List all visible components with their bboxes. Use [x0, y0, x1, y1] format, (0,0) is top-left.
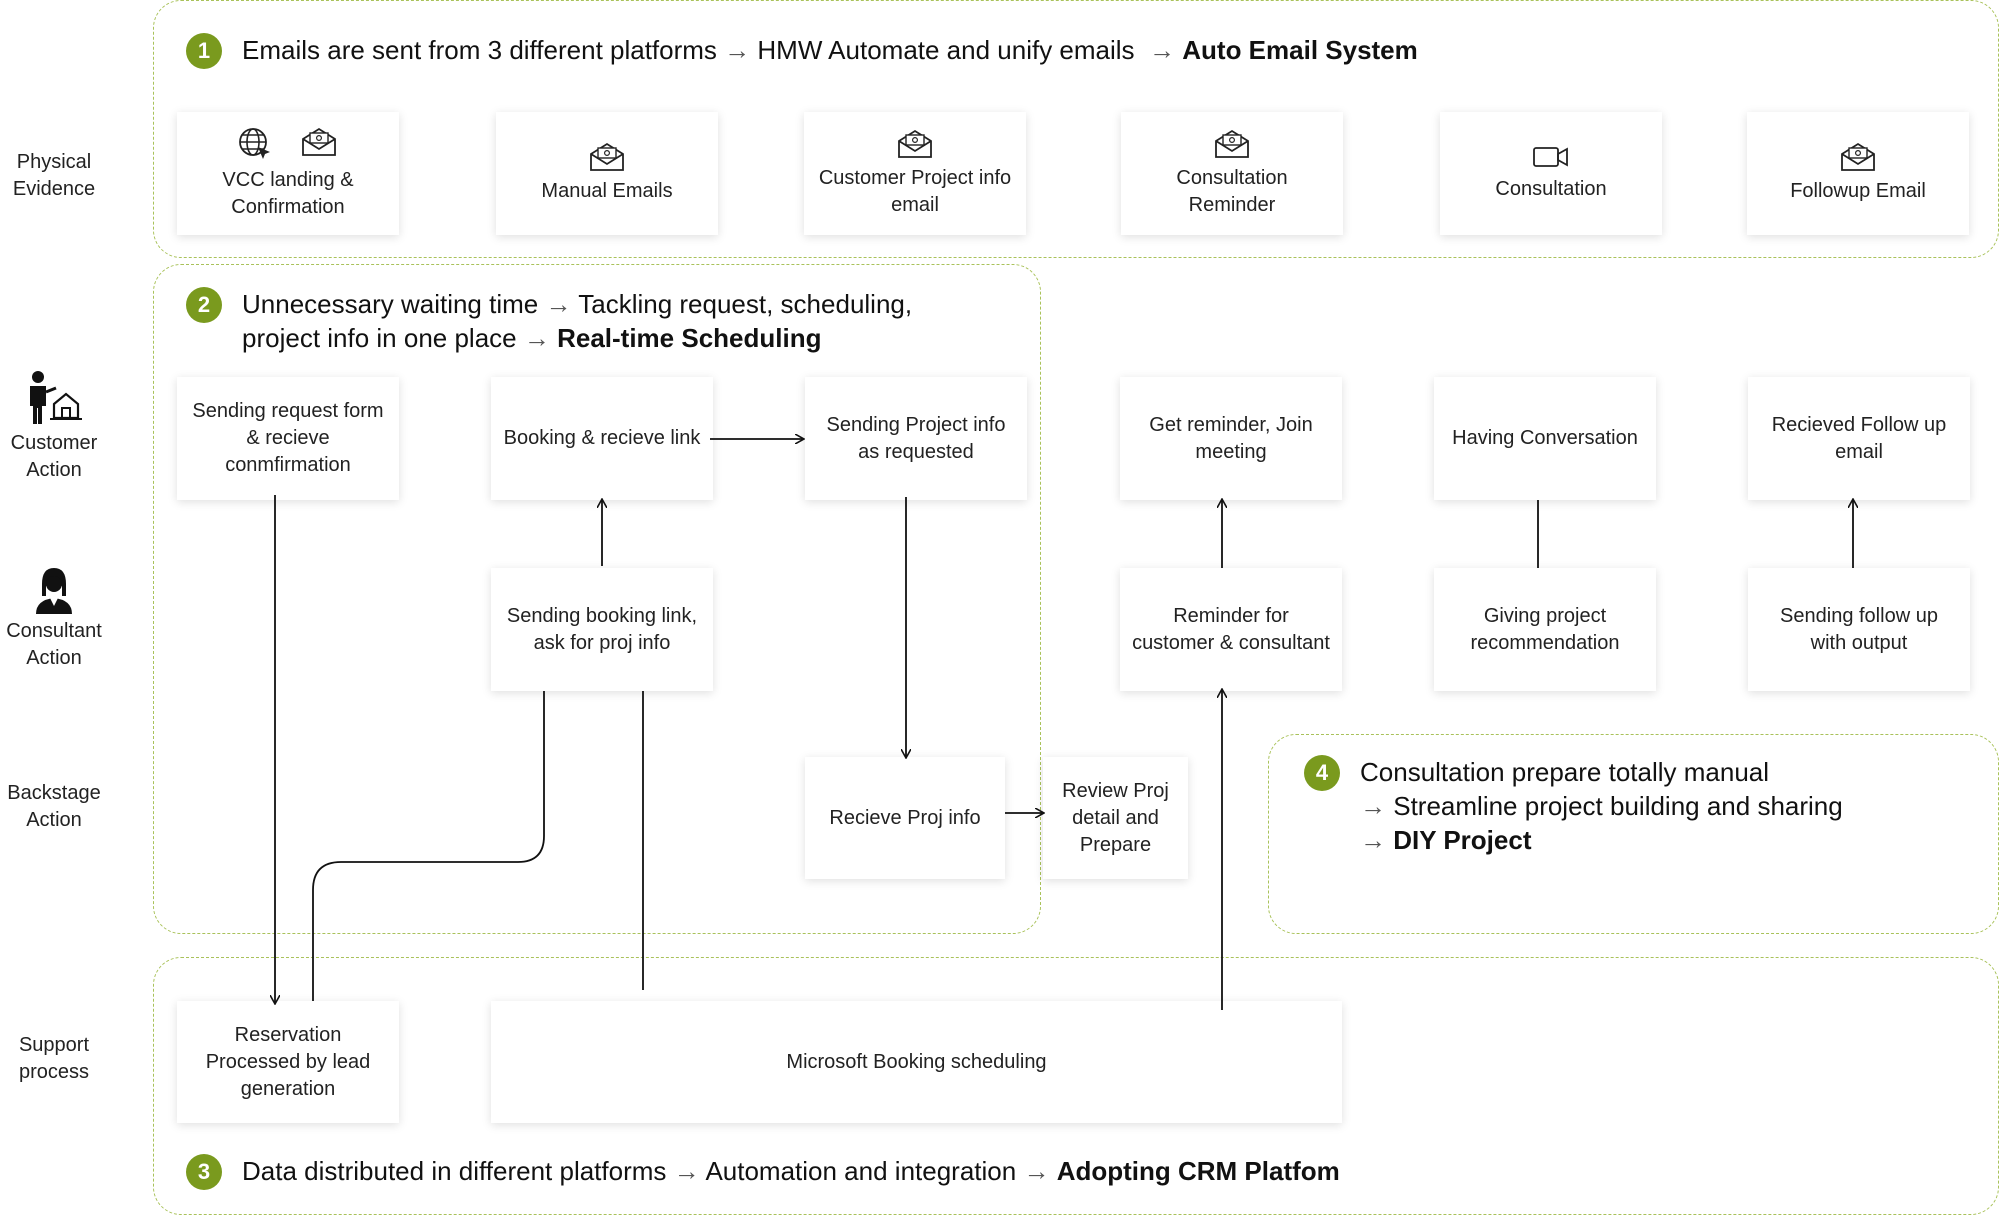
- evidence-label: Followup Email: [1790, 180, 1926, 202]
- consultant-action-sending-booking-link: Sending booking link, ask for proj info: [491, 568, 713, 691]
- insight-number-badge: 4: [1304, 755, 1340, 791]
- insight-result: DIY Project: [1393, 825, 1532, 855]
- email-icon: [590, 142, 624, 171]
- evidence-label: VCC landing & Confirmation: [222, 168, 354, 218]
- arrow-icon: →: [1149, 35, 1176, 65]
- customer-action-sending-project-info: Sending Project info as requested: [805, 377, 1027, 500]
- insight-problem: Consultation prepare totally manual: [1360, 757, 1770, 787]
- action-label: Sending request form & recieve conmfirma…: [192, 400, 384, 476]
- evidence-label: Consultation Reminder: [1176, 166, 1288, 216]
- insight-result: Adopting CRM Platfom: [1056, 1156, 1340, 1186]
- insight-title-1: 1 Emails are sent from 3 different platf…: [186, 33, 1418, 69]
- lane-physical-evidence: Physical Evidence: [4, 149, 104, 203]
- email-icon: [302, 127, 336, 156]
- action-label: Microsoft Booking scheduling: [786, 1050, 1047, 1073]
- insight-number-badge: 1: [186, 33, 222, 69]
- evidence-label: Customer Project info email: [818, 166, 1012, 216]
- globe-cursor-icon: [239, 127, 270, 159]
- action-label: Reminder for customer & consultant: [1132, 604, 1330, 654]
- connector-line: [312, 691, 545, 1001]
- lane-label: Consultant Action: [6, 620, 102, 669]
- arrow-icon: →: [523, 323, 550, 353]
- lane-label: Backstage Action: [7, 782, 101, 831]
- insight-solution: HMW Automate and unify emails: [757, 35, 1135, 65]
- evidence-card-customer-project-info: Customer Project info email: [804, 112, 1026, 235]
- backstage-action-review-proj: Review Proj detail and Prepare: [1043, 757, 1188, 879]
- action-label: Booking & recieve link: [503, 427, 701, 449]
- customer-action-having-conversation: Having Conversation: [1434, 377, 1656, 500]
- customer-action-booking: Booking & recieve link: [491, 377, 713, 500]
- insight-solution: Streamline project building and sharing: [1393, 791, 1843, 821]
- action-label: Recieved Follow up email: [1771, 413, 1947, 463]
- insight-region-1: [153, 0, 1999, 258]
- action-label: Recieve Proj info: [829, 806, 981, 829]
- evidence-label: Manual Emails: [541, 180, 673, 202]
- support-microsoft-booking: Microsoft Booking scheduling: [491, 1001, 1342, 1123]
- email-icon: [1215, 129, 1249, 158]
- lane-support-process: Support process: [4, 1032, 104, 1086]
- evidence-card-manual-emails: Manual Emails: [496, 112, 718, 235]
- backstage-action-recieve-proj-info: Recieve Proj info: [805, 757, 1005, 879]
- customer-action-sending-request: Sending request form & recieve conmfirma…: [177, 377, 399, 500]
- customer-home-icon: [30, 371, 82, 424]
- action-label: Giving project recommendation: [1470, 604, 1620, 654]
- insight-problem: Unnecessary waiting time: [242, 289, 539, 319]
- insight-number-badge: 2: [186, 287, 222, 323]
- insight-problem: Data distributed in different platforms: [242, 1156, 667, 1186]
- customer-action-recieved-follow-up: Recieved Follow up email: [1748, 377, 1970, 500]
- arrow-icon: →: [724, 35, 751, 65]
- lane-label: Customer Action: [10, 432, 98, 481]
- support-reservation-processed: Reservation Processed by lead generation: [177, 1001, 399, 1123]
- evidence-card-followup-email: Followup Email: [1747, 112, 1969, 235]
- email-icon: [1841, 142, 1875, 171]
- insight-title-2: 2 Unnecessary waiting time → Tackling re…: [186, 287, 912, 355]
- customer-action-get-reminder: Get reminder, Join meeting: [1120, 377, 1342, 500]
- evidence-card-consultation: Consultation: [1440, 112, 1662, 235]
- action-label: Sending Project info as requested: [826, 413, 1006, 463]
- arrow-icon: →: [673, 1156, 700, 1186]
- video-camera-icon: [1533, 147, 1568, 167]
- lane-label: Support process: [18, 1034, 90, 1083]
- action-label: Having Conversation: [1452, 427, 1638, 449]
- evidence-card-vcc-landing: VCC landing & Confirmation: [177, 112, 399, 235]
- lane-consultant-action: Consultant Action: [4, 566, 104, 672]
- arrow-icon: →: [1360, 791, 1386, 821]
- insight-title-3: 3 Data distributed in different platform…: [186, 1154, 1340, 1190]
- consultant-icon: [36, 568, 72, 614]
- insight-number-badge: 3: [186, 1154, 222, 1190]
- lane-label: Physical Evidence: [12, 151, 96, 200]
- arrow-icon: →: [1023, 1156, 1050, 1186]
- action-label: Get reminder, Join meeting: [1149, 413, 1313, 463]
- evidence-label: Consultation: [1495, 178, 1607, 200]
- arrow-icon: →: [1360, 825, 1386, 855]
- consultant-action-sending-follow-up: Sending follow up with output: [1748, 568, 1970, 691]
- evidence-card-consultation-reminder: Consultation Reminder: [1121, 112, 1343, 235]
- insight-solution: Tackling request, scheduling,: [578, 289, 913, 319]
- insight-result: Auto Email System: [1182, 35, 1418, 65]
- email-icon: [898, 129, 932, 158]
- action-label: Reservation Processed by lead generation: [205, 1023, 371, 1100]
- action-label: Sending booking link, ask for proj info: [506, 604, 698, 654]
- lane-backstage-action: Backstage Action: [4, 780, 104, 834]
- insight-region-4: [1268, 734, 1999, 934]
- insight-problem: Emails are sent from 3 different platfor…: [242, 35, 717, 65]
- arrow-icon: →: [545, 289, 572, 319]
- action-label: Sending follow up with output: [1780, 604, 1938, 654]
- lane-customer-action: Customer Action: [4, 370, 104, 484]
- insight-region-2: [153, 264, 1041, 934]
- consultant-action-reminder: Reminder for customer & consultant: [1120, 568, 1342, 691]
- insight-solution: Automation and integration: [705, 1156, 1017, 1186]
- insight-title-4: 4 Consultation prepare totally manual → …: [1304, 755, 1843, 857]
- insight-result: Real-time Scheduling: [557, 323, 822, 353]
- insight-solution: project info in one place: [242, 323, 517, 353]
- action-label: Review Proj detail and Prepare: [1062, 779, 1169, 856]
- consultant-action-giving-recommendation: Giving project recommendation: [1434, 568, 1656, 691]
